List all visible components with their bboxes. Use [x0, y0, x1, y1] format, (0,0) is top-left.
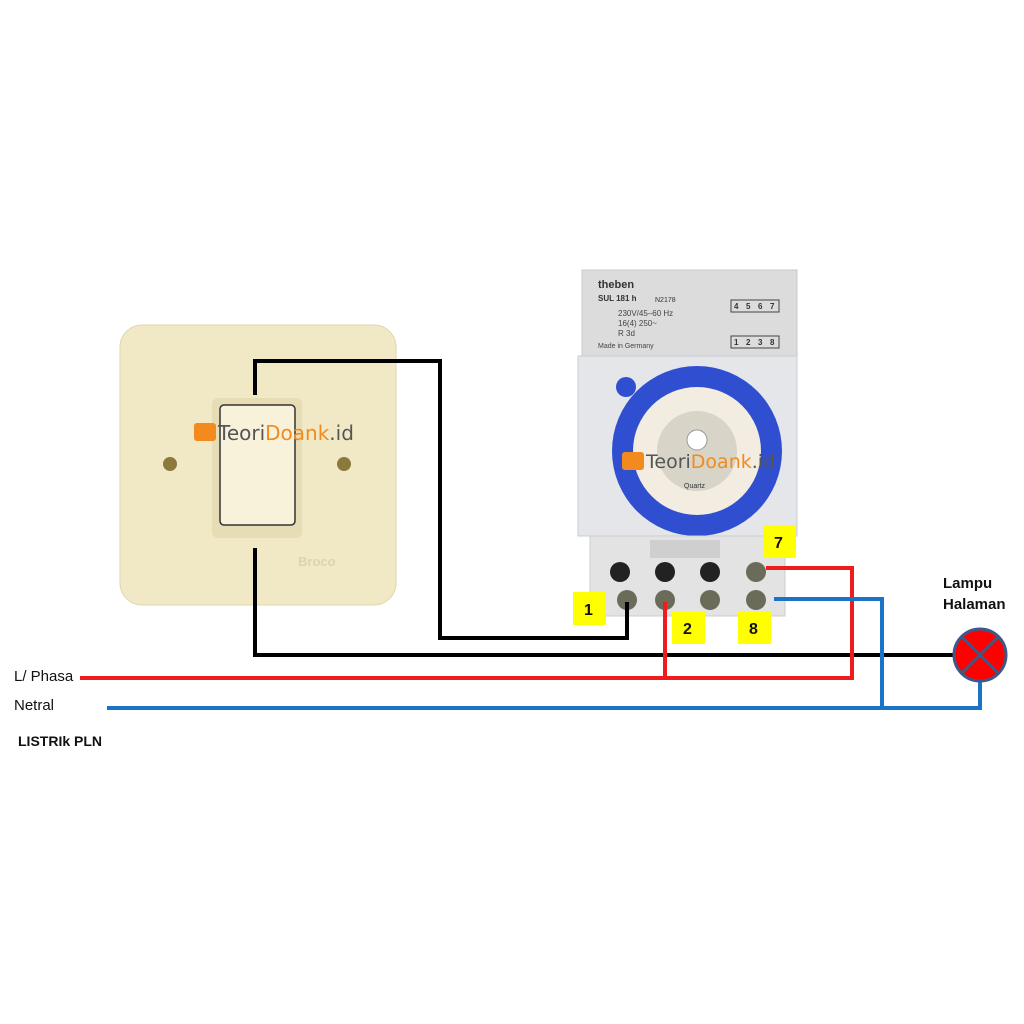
- watermark-logo: TeoriDoank.id: [194, 421, 354, 445]
- wire-neutral: [107, 680, 982, 710]
- wire-switch-to-lamp: [253, 548, 955, 657]
- phase-label: L/ Phasa: [14, 668, 74, 685]
- terminal-label-2: 2: [683, 621, 692, 638]
- source-label: LISTRIk PLN: [18, 733, 102, 749]
- switch-brand: Broco: [298, 554, 336, 569]
- wall-switch: Broco: [119, 324, 397, 606]
- svg-text:3: 3: [758, 338, 763, 347]
- watermark-logo-timer: TeoriDoank.id: [622, 451, 775, 473]
- svg-text:5: 5: [746, 302, 751, 311]
- terminal-label-1: 1: [584, 602, 593, 619]
- lamp-label: Halaman: [943, 596, 1006, 613]
- wire-neutral-to-terminal-8: [774, 597, 884, 708]
- svg-text:7: 7: [770, 302, 775, 311]
- svg-text:R 3d: R 3d: [618, 329, 635, 338]
- svg-text:2: 2: [746, 338, 751, 347]
- svg-text:Quartz: Quartz: [684, 483, 706, 490]
- svg-text:Made in Germany: Made in Germany: [598, 343, 654, 350]
- terminal-7-screw: [746, 562, 766, 582]
- terminal-3-screw: [700, 590, 720, 610]
- terminal-label-7: 7: [774, 535, 783, 552]
- svg-text:4: 4: [734, 302, 739, 311]
- svg-text:230V/45–60 Hz: 230V/45–60 Hz: [618, 309, 673, 318]
- svg-text:theben: theben: [598, 279, 634, 291]
- screw-icon: [163, 457, 177, 471]
- terminal-8-screw: [746, 590, 766, 610]
- svg-text:16(4) 250~: 16(4) 250~: [618, 319, 657, 328]
- svg-text:1: 1: [734, 338, 739, 347]
- svg-text:SUL 181 h: SUL 181 h: [598, 294, 637, 303]
- neutral-label: Netral: [14, 697, 54, 714]
- wire-phase: [80, 566, 854, 680]
- svg-text:TeoriDoank.id: TeoriDoank.id: [645, 451, 775, 473]
- screw-icon: [337, 457, 351, 471]
- svg-text:8: 8: [770, 338, 775, 347]
- terminal-1-screw: [617, 590, 637, 610]
- timer-switch: theben SUL 181 h N2178 230V/45–60 Hz 16(…: [577, 269, 798, 617]
- terminal-label-8: 8: [749, 621, 758, 638]
- svg-text:N2178: N2178: [655, 297, 676, 304]
- lamp-label: Lampu: [943, 575, 992, 592]
- lamp-icon: [952, 627, 1008, 683]
- terminal-2-screw: [655, 590, 675, 610]
- svg-text:TeoriDoank.id: TeoriDoank.id: [217, 421, 354, 445]
- svg-text:6: 6: [758, 302, 763, 311]
- wire-switch-to-terminal-1: [253, 359, 629, 640]
- rocker-button: [219, 404, 296, 526]
